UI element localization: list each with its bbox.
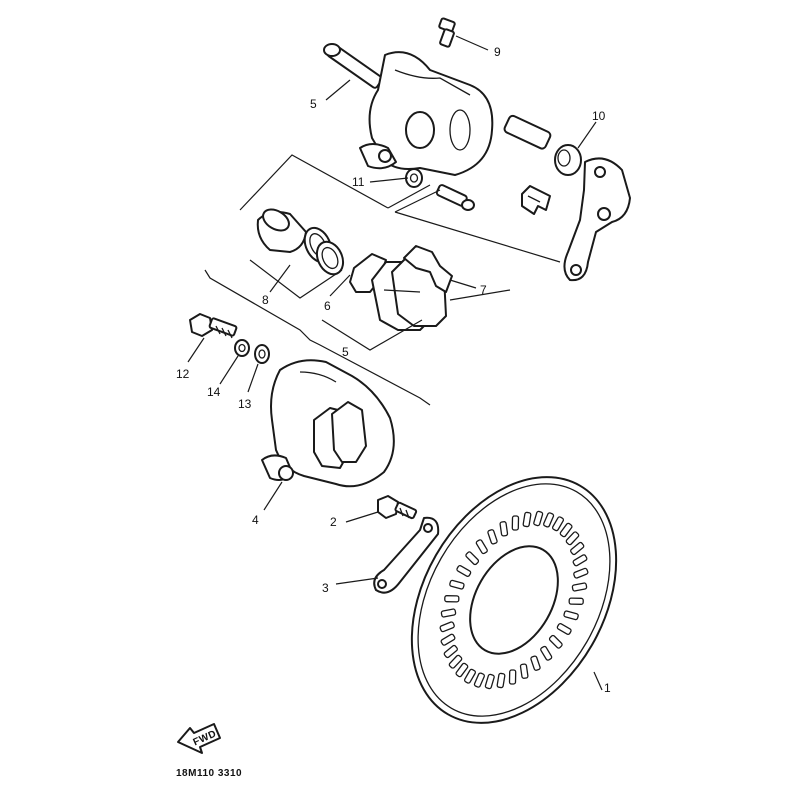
disc-slot — [573, 567, 589, 579]
disc-slot — [551, 516, 565, 532]
part-number-labels: 1 2 3 4 5 5 6 7 8 9 10 11 12 13 14 — [176, 45, 611, 695]
piston-seals — [303, 226, 345, 276]
disc-slot — [440, 608, 457, 618]
lower-caliper-assembly — [261, 359, 395, 488]
disc-slot — [565, 531, 580, 546]
disc-slot — [570, 541, 585, 556]
upper-slide-pin — [323, 43, 383, 89]
disc-slot — [499, 521, 509, 537]
disc-slot — [519, 663, 529, 679]
label-part-4: 4 — [252, 513, 259, 527]
disc-slot — [487, 529, 498, 545]
disc-bolt — [377, 495, 418, 520]
disc-slot — [563, 610, 579, 621]
lower-slide-pin — [435, 184, 475, 211]
label-part-3: 3 — [322, 581, 329, 595]
label-part-5-pads: 5 — [342, 345, 349, 359]
label-part-14: 14 — [207, 385, 221, 399]
disc-slot — [463, 668, 477, 684]
disc-slot — [455, 662, 469, 678]
disc-slot — [473, 672, 485, 688]
disc-slot — [543, 512, 555, 528]
label-part-13: 13 — [238, 397, 252, 411]
disc-slot — [530, 655, 541, 671]
brake-disc — [410, 476, 618, 724]
rubber-boot — [554, 144, 582, 176]
label-part-10: 10 — [592, 109, 606, 123]
disc-slot — [533, 510, 544, 527]
disc-slot — [484, 673, 495, 690]
label-part-8: 8 — [262, 293, 269, 307]
label-part-2: 2 — [330, 515, 337, 529]
disc-slot — [556, 622, 572, 636]
leader-lines — [187, 35, 603, 691]
label-part-9: 9 — [494, 45, 501, 59]
label-part-11: 11 — [352, 175, 365, 189]
disc-slot — [508, 669, 517, 685]
disc-slot — [443, 644, 458, 659]
disc-slot — [572, 554, 588, 567]
disc-slot — [439, 621, 455, 633]
label-part-5-pin: 5 — [310, 97, 317, 111]
disc-slot — [568, 597, 584, 605]
disc-slot — [548, 634, 563, 649]
label-part-7: 7 — [480, 283, 487, 297]
disc-slot — [522, 511, 532, 528]
disc-slot — [456, 564, 472, 578]
label-part-6: 6 — [324, 299, 331, 313]
bleed-screw — [438, 17, 456, 48]
disc-slot — [571, 582, 588, 592]
disc-slot — [475, 539, 488, 555]
plain-washer — [254, 344, 270, 364]
group-outline-middle — [249, 259, 511, 351]
group-outline-upper — [239, 154, 561, 263]
caliper-bracket — [563, 157, 631, 282]
forward-arrow-icon: FWD — [177, 723, 221, 754]
disc-slot — [496, 672, 506, 689]
caliper-sleeve — [503, 114, 552, 150]
disc-slot — [540, 645, 553, 661]
piston — [256, 208, 307, 253]
disc-slot — [444, 595, 460, 603]
label-part-12: 12 — [176, 367, 190, 381]
caliper-bolt — [189, 313, 238, 339]
assembly-brace — [204, 269, 431, 406]
disc-slot — [465, 551, 480, 566]
lock-washer — [234, 339, 250, 357]
disc-slot — [559, 522, 573, 538]
label-part-1: 1 — [604, 681, 611, 695]
disc-slot — [440, 633, 456, 646]
disc-slot — [449, 579, 465, 590]
upper-caliper-body — [359, 51, 494, 176]
lock-plate — [373, 516, 440, 594]
disc-slot — [511, 515, 520, 531]
pad-retaining-clip — [403, 245, 453, 293]
disc-slot — [448, 654, 463, 669]
pin-collar — [405, 168, 423, 188]
drawing-code: 18M110 3310 — [176, 768, 242, 779]
pad-spring-clip — [521, 185, 551, 215]
